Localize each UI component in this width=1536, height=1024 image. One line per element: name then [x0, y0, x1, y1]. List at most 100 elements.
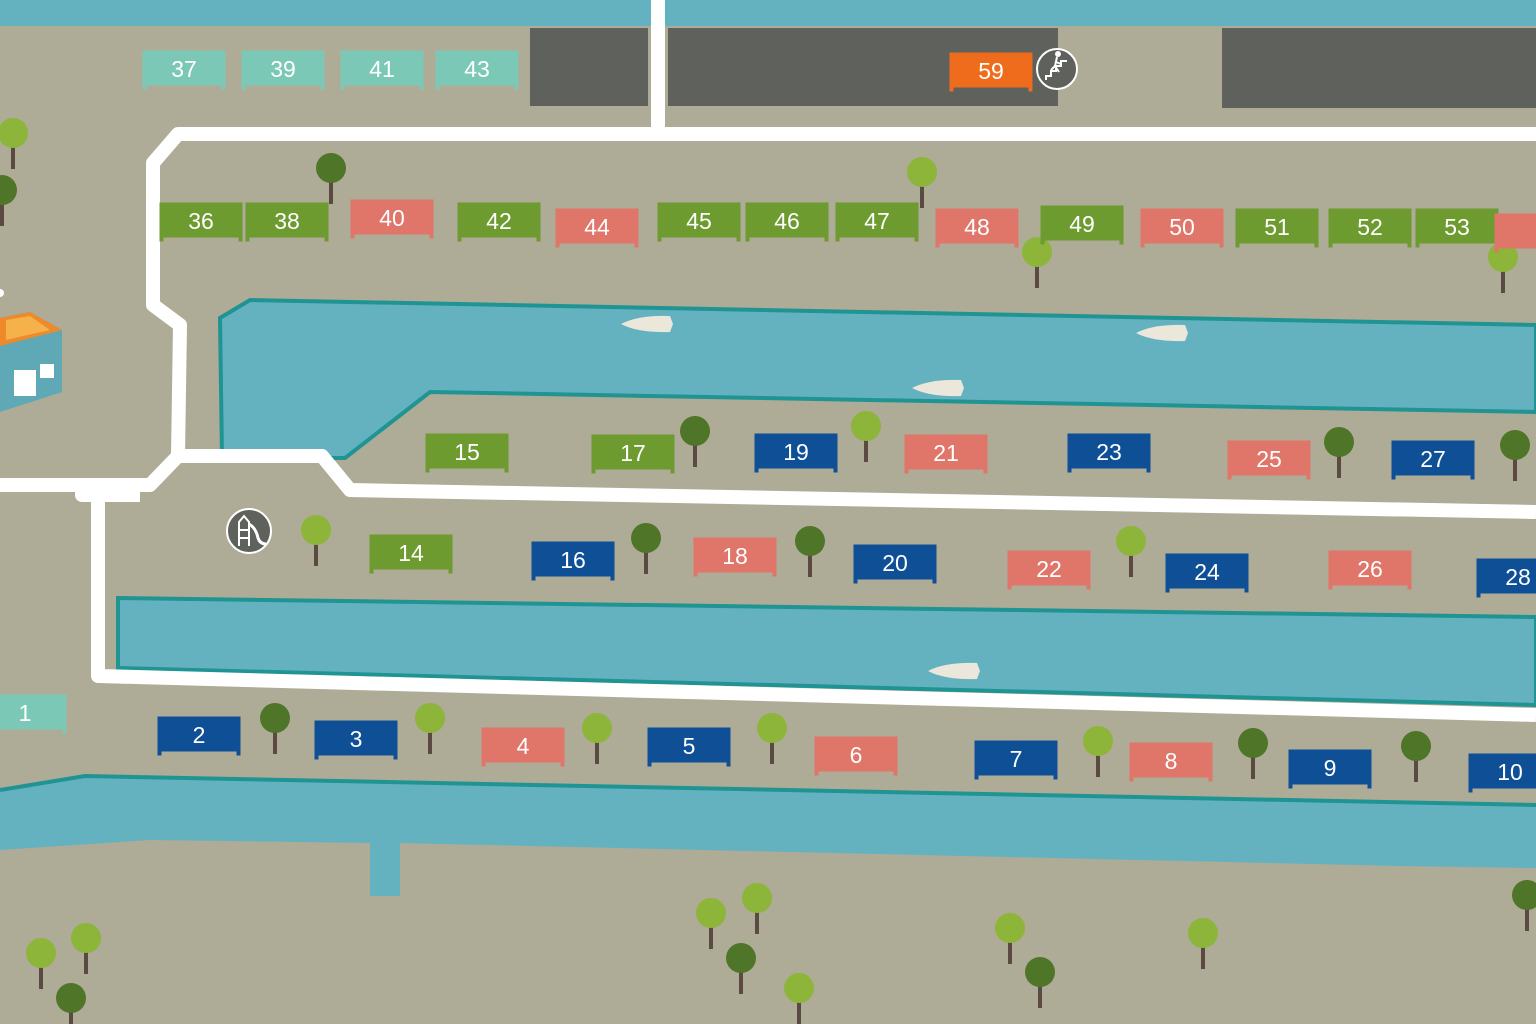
boat: [1136, 324, 1188, 342]
lot-foot: [531, 576, 536, 581]
lot-10[interactable]: 10: [1468, 753, 1536, 793]
poi-playground[interactable]: [226, 508, 272, 554]
lot-14[interactable]: 14: [369, 534, 453, 574]
water-layer: [0, 0, 1536, 896]
lot-45[interactable]: 45: [657, 202, 741, 242]
lot-4[interactable]: 4: [481, 727, 565, 767]
lot-48[interactable]: 48: [935, 208, 1019, 248]
lot-block: [457, 202, 541, 238]
lot-foot: [745, 237, 750, 242]
lot-foot: [142, 85, 147, 90]
lot-51[interactable]: 51: [1235, 208, 1319, 248]
lot-block: [555, 208, 639, 244]
lot-foot: [1468, 788, 1473, 793]
lot-46[interactable]: 46: [745, 202, 829, 242]
lot-foot: [314, 755, 319, 760]
lot-22[interactable]: 22: [1007, 550, 1091, 590]
lot-number-label: 17: [620, 440, 646, 466]
lot-8[interactable]: 8: [1129, 742, 1213, 782]
lot-9[interactable]: 9: [1288, 749, 1372, 789]
lot-59[interactable]: 59: [949, 52, 1033, 92]
lot-28[interactable]: 28: [1476, 558, 1536, 598]
tree: [1116, 526, 1146, 577]
lot-foot: [238, 237, 243, 242]
lot-43[interactable]: 43: [435, 50, 519, 90]
lot-block: [142, 50, 226, 86]
lot-foot: [591, 469, 596, 474]
lot-15[interactable]: 15: [425, 433, 509, 473]
lot-number-label: 41: [369, 56, 395, 82]
tree: [1025, 957, 1055, 1008]
lot-foot: [560, 762, 565, 767]
lot-1[interactable]: 1: [0, 694, 67, 734]
lot-block: [745, 202, 829, 238]
lot-number-label: 8: [1165, 748, 1178, 774]
lot-24[interactable]: 24: [1165, 553, 1249, 593]
lot-block: [369, 534, 453, 570]
lot-foot: [236, 751, 241, 756]
boat: [928, 662, 980, 680]
tree: [742, 883, 772, 934]
lot-number-label: 45: [686, 208, 712, 234]
lot-49[interactable]: 49: [1040, 205, 1124, 245]
lot-foot: [419, 85, 424, 90]
lot-21[interactable]: 21: [904, 434, 988, 474]
lot-41[interactable]: 41: [340, 50, 424, 90]
lot-number-label: 18: [722, 543, 748, 569]
lot-18[interactable]: 18: [693, 537, 777, 577]
tree: [301, 515, 331, 566]
lot-block: [1328, 208, 1412, 244]
lot-block: [591, 434, 675, 470]
lot-50[interactable]: 50: [1140, 208, 1224, 248]
boats: [621, 315, 1188, 680]
lot-foot: [481, 762, 486, 767]
lot-6[interactable]: 6: [814, 736, 898, 776]
lot-foot: [425, 468, 430, 473]
lot-number-label: 52: [1357, 214, 1383, 240]
lot-38[interactable]: 38: [245, 202, 329, 242]
lot-block: [1476, 558, 1536, 594]
tree: [0, 118, 28, 169]
lot-foot: [1407, 585, 1412, 590]
lot-unnumbered[interactable]: [1494, 213, 1536, 253]
lot-19[interactable]: 19: [754, 433, 838, 473]
lot-26[interactable]: 26: [1328, 550, 1412, 590]
lot-40[interactable]: 40: [350, 199, 434, 239]
lot-17[interactable]: 17: [591, 434, 675, 474]
lot-39[interactable]: 39: [241, 50, 325, 90]
lot-3[interactable]: 3: [314, 720, 398, 760]
tree: [907, 157, 937, 208]
lot-5[interactable]: 5: [647, 727, 731, 767]
lot-2[interactable]: 2: [157, 716, 241, 756]
lot-block: [340, 50, 424, 86]
lot-23[interactable]: 23: [1067, 433, 1151, 473]
lot-number-label: 49: [1069, 211, 1095, 237]
lot-7[interactable]: 7: [974, 740, 1058, 780]
lot-37[interactable]: 37: [142, 50, 226, 90]
lot-block: [0, 694, 67, 730]
lot-25[interactable]: 25: [1227, 440, 1311, 480]
lot-27[interactable]: 27: [1391, 440, 1475, 480]
lot-42[interactable]: 42: [457, 202, 541, 242]
lot-foot: [504, 468, 509, 473]
lot-20[interactable]: 20: [853, 544, 937, 584]
lot-block: [481, 727, 565, 763]
lot-53[interactable]: 53: [1415, 208, 1499, 248]
lot-47[interactable]: 47: [835, 202, 919, 242]
lot-foot: [949, 87, 954, 92]
lot-52[interactable]: 52: [1328, 208, 1412, 248]
lot-16[interactable]: 16: [531, 541, 615, 581]
poi-stairs[interactable]: [1036, 48, 1078, 90]
buildings: [0, 28, 1536, 412]
lot-foot: [1053, 775, 1058, 780]
lot-foot: [1086, 585, 1091, 590]
lot-block: [1040, 205, 1124, 241]
lot-number-label: 50: [1169, 214, 1195, 240]
lot-block: [904, 434, 988, 470]
lot-foot: [1235, 243, 1240, 248]
lot-44[interactable]: 44: [555, 208, 639, 248]
lot-foot: [983, 469, 988, 474]
lot-36[interactable]: 36: [159, 202, 243, 242]
lot-foot: [772, 572, 777, 577]
